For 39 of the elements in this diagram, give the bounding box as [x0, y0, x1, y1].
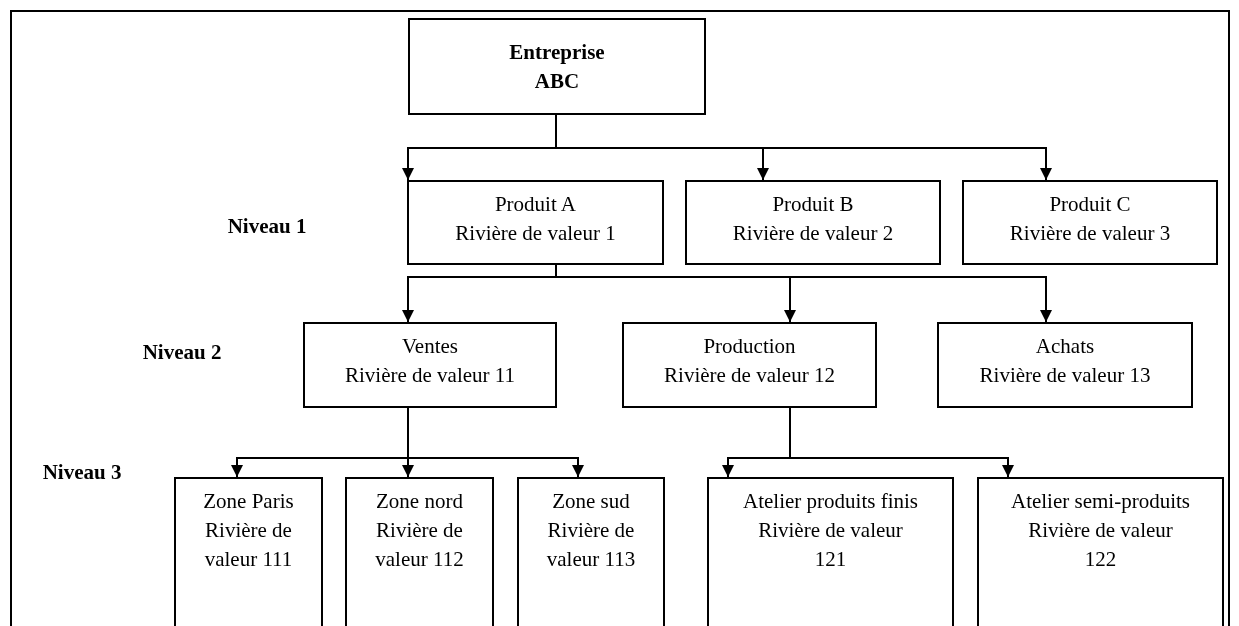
arrow: [789, 407, 1014, 478]
box-subtitle: Rivière de valeur 122: [1027, 517, 1174, 573]
level-label: Niveau 1: [226, 213, 308, 240]
box-subtitle: Rivière de valeur 113: [545, 517, 637, 573]
org-box: [622, 322, 877, 408]
box-subtitle: Rivière de valeur 12: [664, 362, 835, 389]
level-label: Niveau 2: [141, 339, 223, 366]
box-subtitle: Rivière de valeur 111: [203, 517, 294, 573]
box-subtitle: Rivière de valeur 112: [374, 517, 465, 573]
box-title: Produit C: [1049, 191, 1131, 218]
box-title: Entreprise ABC: [508, 38, 606, 95]
box-subtitle: Rivière de valeur 121: [757, 517, 904, 573]
org-box: [685, 180, 941, 265]
level-label: Niveau 3: [42, 459, 122, 486]
box-subtitle: Rivière de valeur 3: [1009, 220, 1171, 247]
box-title: Achats: [1035, 333, 1095, 360]
box-title: Zone nord: [376, 488, 463, 515]
org-box: [937, 322, 1193, 408]
box-title: Produit B: [772, 191, 854, 218]
org-box: [408, 18, 706, 115]
org-box: [707, 477, 954, 626]
box-title: Production: [703, 333, 796, 360]
org-box: [345, 477, 494, 626]
box-title: Zone sud: [552, 488, 630, 515]
box-title: Ventes: [402, 333, 458, 360]
box-subtitle: Rivière de valeur 2: [732, 220, 894, 247]
box-title: Atelier semi-produits: [1010, 488, 1190, 515]
org-box: [517, 477, 665, 626]
org-box: [407, 180, 664, 265]
org-box: [174, 477, 323, 626]
box-title: Zone Paris: [203, 488, 294, 515]
box-title: Atelier produits finis: [743, 488, 918, 515]
org-box: [977, 477, 1224, 626]
box-subtitle: Rivière de valeur 11: [344, 362, 516, 389]
org-box: [962, 180, 1218, 265]
box-subtitle: Rivière de valeur 1: [455, 220, 616, 247]
box-subtitle: Rivière de valeur 13: [979, 362, 1151, 389]
org-box: [303, 322, 557, 408]
box-title: Produit A: [494, 191, 577, 218]
